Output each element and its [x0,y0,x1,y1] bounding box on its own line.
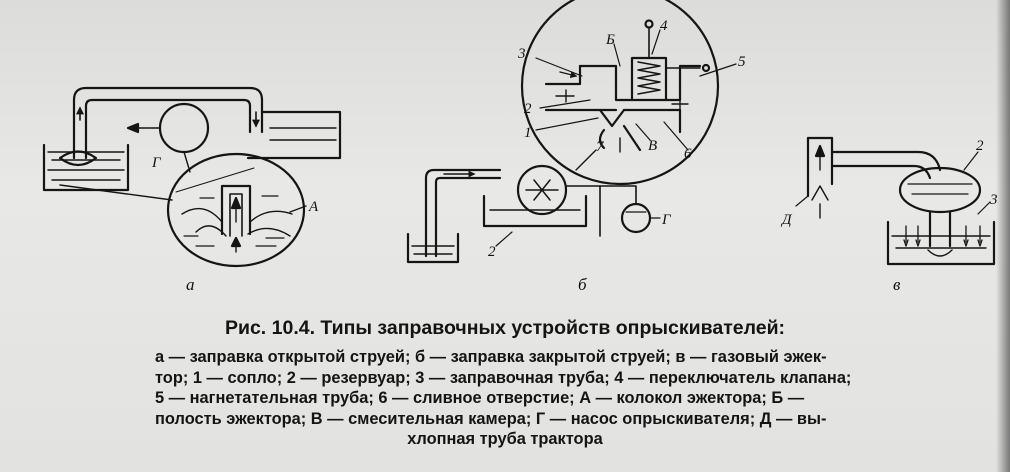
nozzle-b [598,108,626,128]
callout-reservoir-top: 2 [524,101,532,117]
panel-b-closed-jet: 3 Б 4 5 2 1 В 6 7 2 Г [406,0,746,294]
caption-line-4: полость эжектора; В — смесительная камер… [155,409,827,428]
suction-pipe-a [72,86,264,160]
panel-label-b: б [578,275,587,294]
callout-reservoir-b: 2 [488,244,496,260]
panel-label-a: а [186,275,195,294]
exhaust-pipe-c [806,136,834,198]
water-tank-a [42,143,130,192]
figure-caption-legend: а — заправка открытой струей; б — заправ… [155,347,1005,450]
callout-bell-a: А [308,199,319,215]
callout-nozzle: 1 [524,125,532,141]
panel-a-open-jet: Г А а [42,86,342,294]
panel-label-c: в [893,275,901,294]
inlet-ejector-a [58,150,98,167]
ejector-body-b [578,64,702,102]
sprayer-tank-a [246,110,342,160]
callout-valve-switch: 4 [660,18,668,34]
sprayer-filling-devices-figure: Г А а [42,0,998,294]
callout-exhaust-pipe: Д [780,212,793,228]
callout-filling-pipe: 3 [517,46,526,62]
caption-line-3: 5 — нагнетательная труба; 6 — сливное от… [155,389,805,407]
suction-hose-b [424,168,502,258]
callout-reservoir-c: 2 [976,138,984,154]
callout-ejector-cavity: Б [605,32,615,48]
callout-drain-hole: 6 [684,146,692,162]
ejector-circle-b [516,164,568,216]
sprayer-tank-b [482,194,588,228]
bell-ejector-a [220,184,252,236]
pump-b [620,202,652,234]
connecting-pipe-c [830,150,942,180]
detail-ellipse-a [166,152,306,268]
caption-line-2: тор; 1 — сопло; 2 — резервуар; 3 — запра… [155,368,852,387]
panel-c-gas-ejector: Д 2 3 в [780,136,998,294]
caption-line-5: хлопная труба трактора [407,430,603,448]
figure-caption-title: Рис. 10.4. Типы заправочных устройств оп… [224,317,786,339]
callout-mixing-chamber: В [648,138,657,154]
callout-pump-b: Г [661,212,672,228]
callout-ejector-b: 7 [596,139,605,155]
scan-shadow-edge [996,0,1010,472]
callout-pump-a: Г [151,155,162,171]
callout-pressure-pipe: 5 [738,54,746,70]
callout-filling-pipe-c: 3 [989,192,998,208]
water-source-b [406,232,460,264]
valve-switch-spring-b [637,61,661,95]
reservoir-c [898,166,982,214]
detail-circle-b [520,0,720,186]
water-tank-c [886,220,996,266]
pump-a [158,102,210,154]
caption-line-1: а — заправка открытой струей; б — заправ… [155,348,827,366]
